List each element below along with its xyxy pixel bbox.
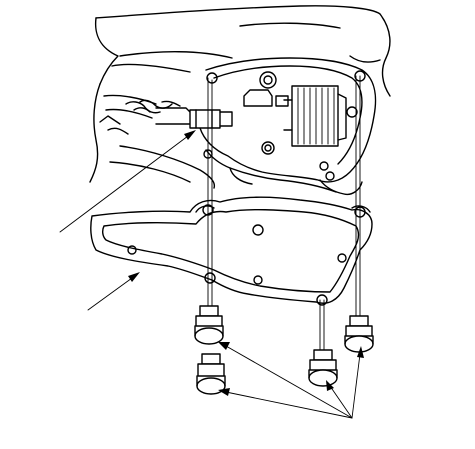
lower-housing-flange bbox=[205, 149, 363, 196]
cover-plate bbox=[90, 196, 373, 306]
engine-block-outline bbox=[89, 5, 391, 189]
bolt-far-right bbox=[344, 315, 374, 353]
bolt-lower-left bbox=[196, 353, 226, 395]
alignment-lines bbox=[207, 75, 361, 361]
leader-lines bbox=[59, 130, 364, 419]
sensor-connector bbox=[99, 94, 233, 135]
rotor-assembly bbox=[283, 85, 347, 147]
upper-housing bbox=[199, 57, 377, 183]
bolt-upper-left bbox=[194, 305, 224, 345]
bolt-right-middle bbox=[308, 349, 338, 387]
